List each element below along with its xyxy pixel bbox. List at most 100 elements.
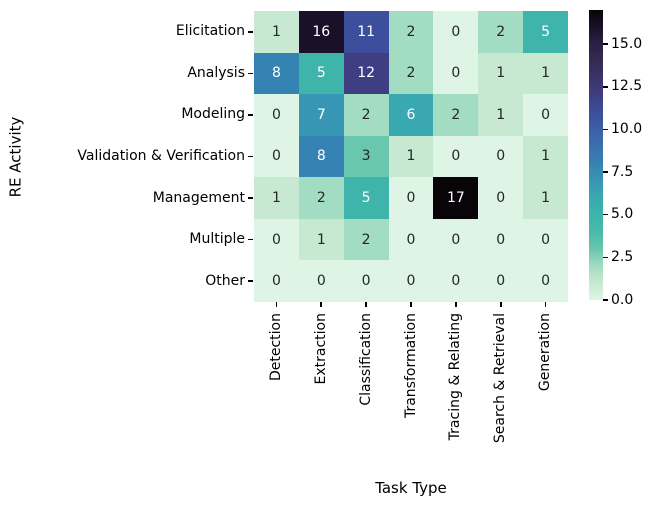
heatmap-cell: 11 xyxy=(343,11,389,53)
x-tick-mark xyxy=(275,302,278,307)
y-tick-label: Other xyxy=(205,272,245,289)
heatmap-cell: 5 xyxy=(343,177,389,219)
heatmap-cell: 8 xyxy=(254,52,299,95)
y-tick-mark xyxy=(248,72,253,75)
colorbar-tick-label: 0.0 xyxy=(611,291,634,308)
heatmap-cell: 1 xyxy=(523,135,568,178)
cell-value: 0 xyxy=(406,190,416,207)
colorbar-tick-mark xyxy=(603,299,608,301)
x-tick-mark xyxy=(365,302,367,307)
heatmap-cell: 2 xyxy=(388,11,434,53)
x-tick-mark xyxy=(455,302,457,307)
y-tick-label: Validation & Verification xyxy=(77,148,245,164)
cell-value: 12 xyxy=(357,65,376,82)
y-tick-mark xyxy=(248,197,253,199)
colorbar-tick-mark xyxy=(603,85,608,88)
x-tick-label: Transformation xyxy=(402,313,419,419)
x-tick-label: Extraction xyxy=(312,313,329,385)
x-tick-mark xyxy=(544,302,547,307)
x-tick-label: Generation xyxy=(537,313,554,392)
heatmap-cell: 1 xyxy=(478,52,524,95)
cell-value: 1 xyxy=(406,148,416,165)
colorbar-tick-label: 2.5 xyxy=(611,248,634,265)
cell-value: 0 xyxy=(406,273,416,290)
heatmap-cell: 16 xyxy=(298,11,344,53)
heatmap-cell: 17 xyxy=(433,177,479,219)
heatmap-cell: 0 xyxy=(298,260,344,302)
colorbar-tick-label: 10.0 xyxy=(611,120,643,137)
x-tick-label: Tracing & Relating xyxy=(447,313,464,441)
colorbar-tick-mark xyxy=(603,256,608,259)
heatmap-cell: 0 xyxy=(254,94,299,136)
cell-value: 2 xyxy=(406,65,416,82)
colorbar-tick-label: 5.0 xyxy=(611,206,634,223)
y-tick-mark xyxy=(248,280,253,282)
y-tick-label: Multiple xyxy=(189,231,245,248)
x-tick-label: Detection xyxy=(267,313,284,382)
colorbar-tick-mark xyxy=(603,171,608,173)
cell-value: 0 xyxy=(451,273,461,290)
heatmap-cell: 12 xyxy=(343,52,389,95)
heatmap-cell: 7 xyxy=(298,94,344,136)
cell-value: 0 xyxy=(271,148,281,165)
cell-value: 2 xyxy=(451,106,461,123)
heatmap-cell: 0 xyxy=(388,218,434,261)
cell-value: 0 xyxy=(496,273,506,290)
cell-value: 1 xyxy=(541,190,551,207)
cell-value: 0 xyxy=(451,231,461,248)
x-tick-mark xyxy=(410,302,412,307)
y-tick-label: Elicitation xyxy=(175,23,245,40)
cell-value: 0 xyxy=(271,106,281,123)
cell-value: 3 xyxy=(361,148,371,165)
heatmap-cell: 0 xyxy=(343,260,389,302)
cell-value: 2 xyxy=(361,231,371,248)
cell-value: 0 xyxy=(451,65,461,82)
colorbar-tick-mark xyxy=(603,128,608,131)
cell-value: 0 xyxy=(496,231,506,248)
heatmap-cell: 1 xyxy=(388,135,434,178)
cell-value: 5 xyxy=(316,65,326,82)
cell-value: 0 xyxy=(541,106,551,123)
colorbar-tick-label: 12.5 xyxy=(611,78,643,95)
cell-value: 0 xyxy=(316,273,326,290)
x-tick-mark xyxy=(320,302,323,307)
cell-value: 5 xyxy=(361,190,371,207)
x-tick-mark xyxy=(499,302,502,307)
colorbar-tick-label: 7.5 xyxy=(611,163,634,180)
cell-value: 0 xyxy=(541,273,551,290)
cell-value: 1 xyxy=(541,65,551,82)
cell-value: 16 xyxy=(312,23,331,40)
heatmap-cell: 0 xyxy=(254,218,299,261)
cell-value: 8 xyxy=(271,65,281,82)
cell-value: 6 xyxy=(406,106,416,123)
heatmap-cell: 0 xyxy=(433,260,479,302)
heatmap-cell: 1 xyxy=(478,94,524,136)
cell-value: 1 xyxy=(316,231,326,248)
colorbar xyxy=(589,10,603,300)
heatmap-cell: 0 xyxy=(433,218,479,261)
heatmap-cell: 0 xyxy=(388,260,434,302)
heatmap-cell: 8 xyxy=(298,135,344,178)
heatmap-cell: 0 xyxy=(254,135,299,178)
cell-value: 17 xyxy=(446,190,465,207)
heatmap-cell: 2 xyxy=(343,218,389,261)
colorbar-tick-label: 15.0 xyxy=(611,35,643,52)
cell-value: 2 xyxy=(316,190,326,207)
cell-value: 0 xyxy=(496,148,506,165)
cell-value: 2 xyxy=(406,23,416,40)
y-tick-mark xyxy=(248,155,253,158)
heatmap-cell: 0 xyxy=(523,218,568,261)
heatmap-cell: 0 xyxy=(478,177,524,219)
heatmap-cell: 2 xyxy=(433,94,479,136)
cell-value: 2 xyxy=(361,106,371,123)
cell-value: 11 xyxy=(357,23,376,40)
y-tick-mark xyxy=(248,114,253,116)
heatmap-cell: 0 xyxy=(388,177,434,219)
colorbar-tick-mark xyxy=(603,213,608,216)
y-tick-mark xyxy=(248,30,253,33)
cell-value: 2 xyxy=(496,23,506,40)
cell-value: 5 xyxy=(541,23,551,40)
cell-value: 0 xyxy=(451,23,461,40)
